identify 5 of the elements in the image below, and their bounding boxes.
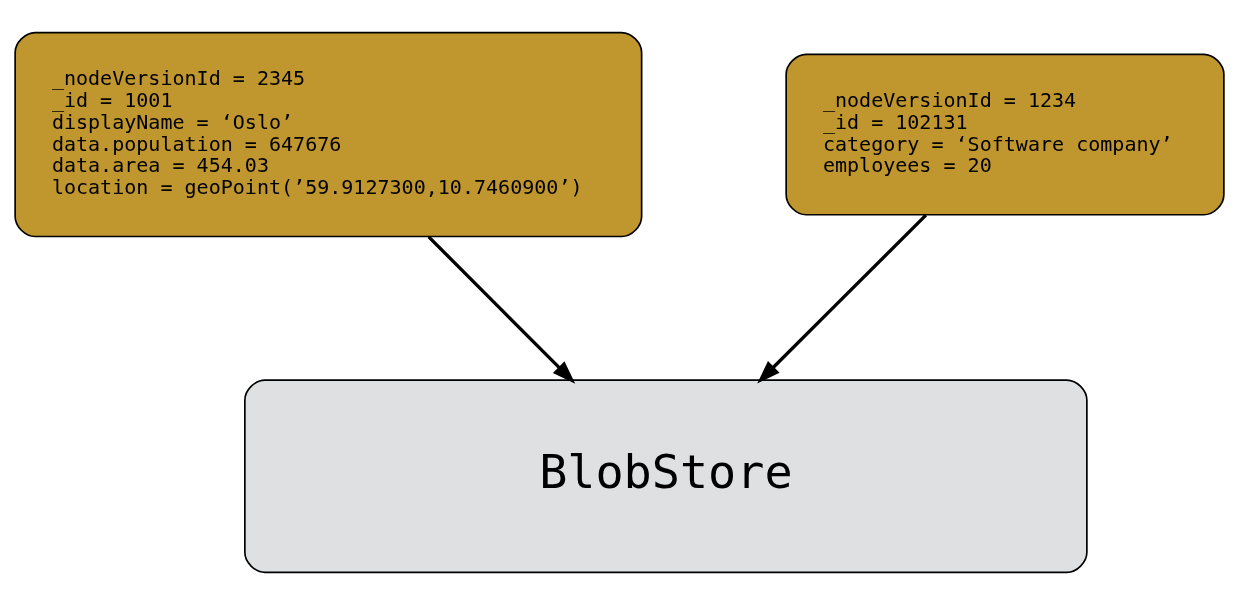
node-box: BlobStore bbox=[244, 379, 1088, 574]
node-box: _nodeVersionId = 2345 _id = 1001 displayName = ‘Oslo’ data.population = 647676 data.area = 454.03 location = geoPoint(’59.9127300,10.7460900’) bbox=[14, 31, 643, 238]
arrow bbox=[427, 235, 576, 384]
arrow bbox=[757, 213, 928, 384]
node-box: _nodeVersionId = 1234 _id = 102131 category = ‘Software company’ employees = 20 bbox=[785, 53, 1225, 216]
